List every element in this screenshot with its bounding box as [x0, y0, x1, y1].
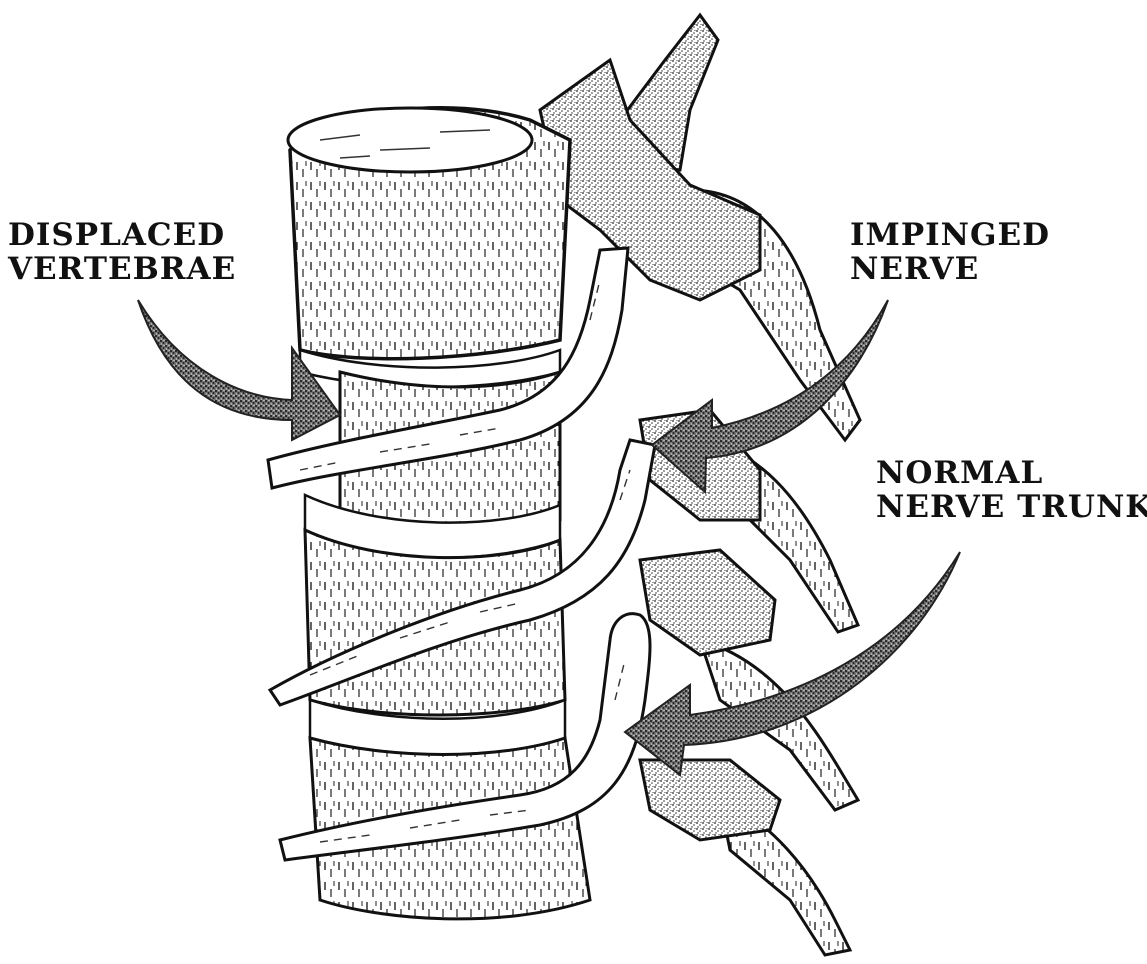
impinged-nerve-label-line1: IMPINGED — [850, 218, 1050, 252]
normal-nerve-trunk-label-line2: NERVE TRUNK — [876, 490, 1147, 524]
normal-nerve-trunk-label-line1: NORMAL — [876, 456, 1147, 490]
impinged-nerve-label-line2: NERVE — [850, 252, 1050, 286]
displaced-vertebrae-label-line2: VERTEBRAE — [8, 252, 236, 286]
impinged-nerve-label: IMPINGED NERVE — [850, 218, 1050, 286]
normal-nerve-trunk-label: NORMAL NERVE TRUNK — [876, 456, 1147, 524]
vertebral-body-top — [288, 108, 570, 359]
displaced-vertebrae-label-line1: DISPLACED — [8, 218, 236, 252]
displaced-vertebrae-label: DISPLACED VERTEBRAE — [8, 218, 236, 286]
